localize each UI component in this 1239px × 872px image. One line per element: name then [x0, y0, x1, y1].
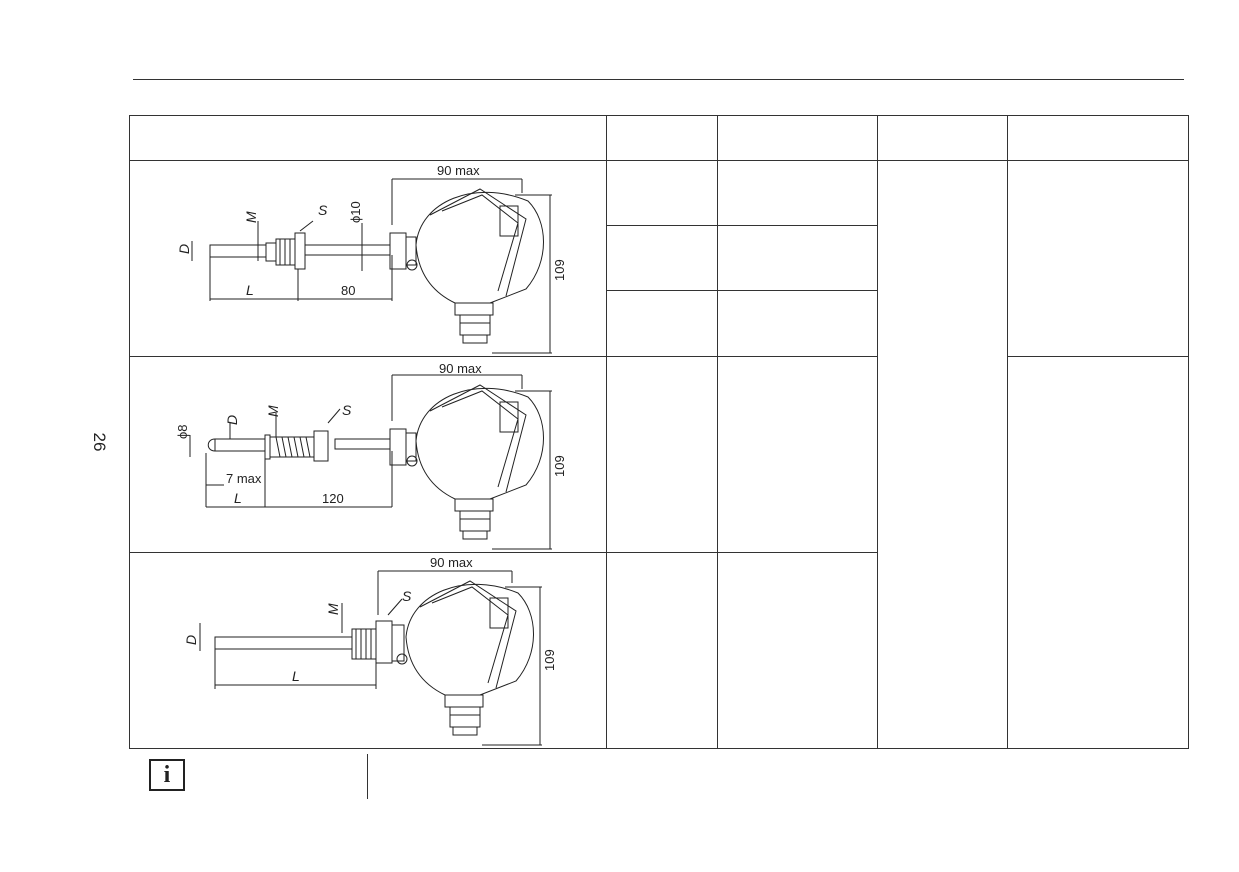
drawing-cell-2: 90 max 109 ϕ8 D M S 7 max L 120 — [129, 356, 607, 553]
offset-label: 80 — [341, 283, 355, 298]
header-rule — [133, 79, 1184, 80]
cell-r5-c3 — [717, 552, 878, 749]
width-dim-label: 90 max — [439, 361, 482, 376]
cell-r4-c2 — [606, 356, 718, 553]
hex-label: S — [318, 202, 328, 218]
height-dim-label: 109 — [552, 259, 567, 281]
width-dim-label: 90 max — [437, 163, 480, 178]
diameter-label: ϕ10 — [348, 201, 363, 223]
header-cell-1 — [129, 115, 607, 161]
header-row — [129, 115, 1189, 161]
hex-label: S — [402, 588, 412, 604]
header-cell-2 — [606, 115, 718, 161]
tip-length-label: 7 max — [226, 471, 262, 486]
probe-label: D — [176, 244, 192, 254]
hex-label: S — [342, 402, 352, 418]
cell-r5-c2 — [606, 552, 718, 749]
cell-r2-c3 — [717, 225, 878, 291]
drawing-cell-1: 90 max 109 ϕ10 M S D L 80 — [129, 160, 607, 357]
length-label: L — [246, 282, 254, 298]
cell-r2-c2 — [606, 225, 718, 291]
table-row: 90 max 109 ϕ10 M S D L 80 — [129, 160, 1189, 749]
offset-label: 120 — [322, 491, 344, 506]
table-row — [130, 290, 1189, 357]
thermometer-drawing-2: 90 max 109 ϕ8 D M S 7 max L 120 — [175, 361, 567, 550]
length-label: L — [234, 490, 242, 506]
header-cell-4 — [877, 115, 1008, 161]
cell-r4-c5 — [1007, 356, 1189, 749]
cell-merged-c4 — [877, 160, 1008, 749]
height-dim-label: 109 — [552, 455, 567, 477]
table-row: 90 max 109 M S D L — [129, 552, 1189, 749]
cell-r3-c2 — [606, 290, 718, 357]
table-row — [130, 225, 1189, 291]
height-dim-label: 109 — [542, 649, 557, 671]
cell-r1-c5 — [1007, 160, 1189, 357]
note-divider — [367, 754, 368, 799]
cell-r4-c3 — [717, 356, 878, 553]
drawing-cell-3: 90 max 109 M S D L — [129, 552, 607, 749]
probe-label: D — [183, 635, 199, 645]
header-cell-3 — [717, 115, 878, 161]
thread-label: M — [325, 603, 341, 615]
thread-label: M — [243, 211, 259, 223]
thread-label: M — [265, 405, 281, 417]
width-dim-label: 90 max — [430, 555, 473, 570]
cell-r3-c3 — [717, 290, 878, 357]
page-number: 26 — [90, 432, 109, 452]
cell-r1-c3 — [717, 160, 878, 226]
spec-table: 90 max 109 ϕ10 M S D L 80 — [129, 115, 1189, 749]
probe-label: D — [224, 415, 240, 425]
table-row: 90 max 109 ϕ8 D M S 7 max L 120 — [129, 356, 1189, 749]
thermometer-drawing-3: 90 max 109 M S D L — [183, 555, 557, 746]
cell-r1-c2 — [606, 160, 718, 226]
header-cell-5 — [1007, 115, 1189, 161]
tip-diameter-label: ϕ8 — [175, 424, 190, 439]
length-label: L — [292, 668, 300, 684]
thermometer-drawing-1: 90 max 109 ϕ10 M S D L 80 — [176, 163, 567, 354]
info-icon: i — [149, 759, 185, 791]
